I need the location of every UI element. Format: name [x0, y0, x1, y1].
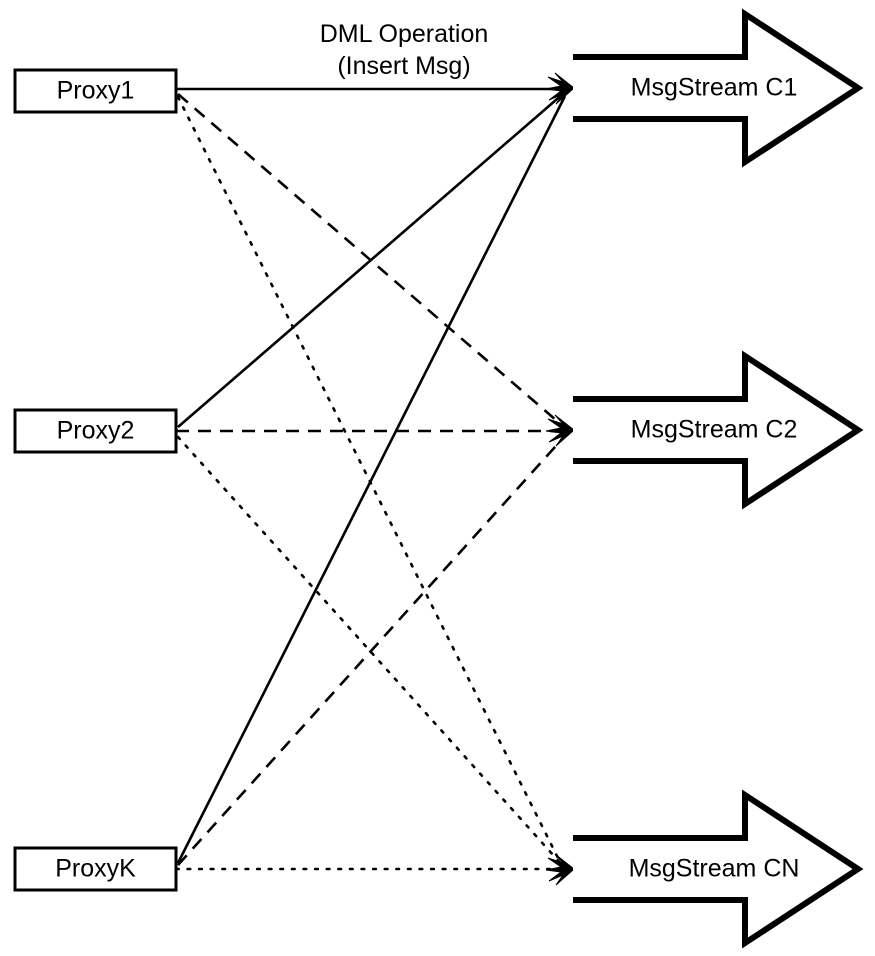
proxy-box-proxy2[interactable]	[13, 408, 178, 454]
dml-operation-label-line2: (Insert Msg)	[337, 52, 470, 80]
msgstream-label-stream_cn: MsgStream CN	[629, 855, 800, 883]
edge-p2-c1	[177, 92, 565, 428]
edge-p2-cn	[176, 435, 565, 868]
arrowhead-head-c2	[545, 414, 575, 447]
edge-pk-c2	[177, 436, 565, 866]
edge-pk-c1	[176, 95, 567, 864]
arrowhead-head-c1	[545, 72, 575, 105]
arrowhead-head-cn	[545, 853, 575, 886]
msgstream-label-stream_c1: MsgStream C1	[631, 74, 798, 102]
dml-operation-label-line1: DML Operation	[320, 20, 489, 48]
msgstream-arrow-stream_c2[interactable]	[573, 350, 864, 510]
proxy-box-proxy1[interactable]	[13, 68, 178, 114]
proxy-label-proxyk: ProxyK	[55, 855, 136, 883]
proxy-label-proxy2: Proxy2	[57, 417, 135, 445]
msgstream-arrow-stream_cn[interactable]	[573, 789, 864, 949]
proxy-label-proxy1: Proxy1	[57, 77, 135, 105]
msgstream-label-stream_c2: MsgStream C2	[631, 416, 798, 444]
proxy-box-proxyk[interactable]	[13, 846, 178, 892]
msgstream-arrow-stream_c1[interactable]	[573, 8, 864, 168]
